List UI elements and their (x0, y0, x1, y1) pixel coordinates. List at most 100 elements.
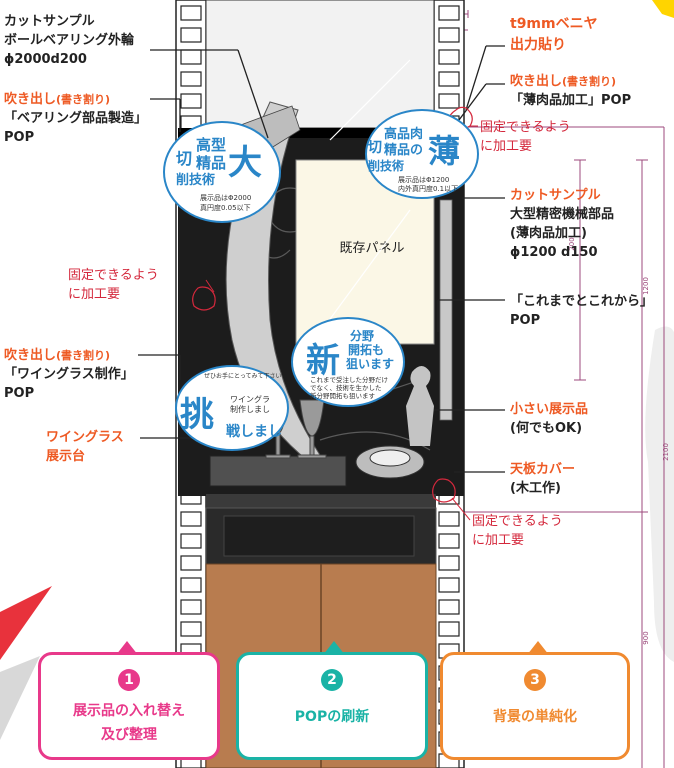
film-perforation (438, 555, 460, 571)
film-perforation (438, 93, 460, 109)
film-perforation (438, 49, 460, 65)
pop-large-bubble: 切 高型 精品 削技術 大 展示品はΦ2000 真円度0.05以下 (163, 121, 281, 223)
label-wine-stand: ワイングラス 展示台 (46, 428, 124, 466)
label-cut-sample-right-1: カットサンプル (510, 188, 601, 203)
film-perforation (180, 599, 202, 615)
pop-thin-line4: 切 (368, 140, 382, 156)
counter-lower-inner (223, 515, 415, 557)
wine-glass-right (297, 399, 327, 459)
card-3-number: 3 (524, 669, 546, 691)
label-cut-sample-left-1: カットサンプル (4, 14, 95, 29)
label-fix-3-a: 固定できるよう (472, 514, 563, 529)
pop-new-note1: これまで受注した分野だけ (310, 375, 388, 384)
label-fix-3-b: に加工要 (472, 533, 525, 548)
label-fix-2-b: に加工要 (480, 139, 533, 154)
label-wine-pop-1: 「ワイングラス制作」 (4, 367, 134, 382)
pop-challenge-bubble: ぜひお手にとってみて下さい 挑 ワイングラ 制作しまし 戦しまし (175, 365, 289, 451)
film-perforation (180, 93, 202, 109)
card-1-line-1: 展示品の入れ替え (73, 703, 185, 719)
film-perforation (438, 533, 460, 549)
label-thin-pop: 吹き出し(書き割り) 「薄肉品加工」POP (510, 72, 631, 110)
label-fix-3: 固定できるよう に加工要 (472, 512, 563, 550)
label-bearing-pop-2: POP (4, 130, 35, 145)
pop-thin-bubble: 切 高品肉 精品の 削技術 薄 展示品はΦ1200 内外真円度0.1以下 (365, 109, 479, 199)
wine-stand (209, 455, 347, 487)
pop-new-note2: でなく、技術を生かした (310, 383, 382, 392)
label-veneer-1: t9mmベニヤ (510, 16, 598, 32)
label-future-pop-1: 「これまでとこれから」 (510, 294, 654, 309)
card-3-line-1: 背景の単純化 (493, 709, 577, 725)
card-2-text: POPの刷新 (239, 705, 425, 729)
film-perforation (180, 27, 202, 43)
person-silhouette (406, 366, 434, 446)
film-perforation (180, 71, 202, 87)
card-3-notch (527, 641, 549, 655)
label-kakiwari-2: (書き割り) (56, 349, 111, 362)
pop-challenge-top: ぜひお手にとってみて下さい (204, 372, 282, 380)
red-triangle-decoration (0, 586, 52, 660)
label-fukidashi-3: 吹き出し (510, 74, 563, 89)
pop-new-note3: 新分野開拓も狙います (310, 391, 376, 400)
label-cut-sample-left-3: ϕ2000d200 (4, 52, 87, 67)
leader-lines (138, 45, 505, 473)
label-veneer: t9mmベニヤ 出力貼り (510, 14, 598, 56)
label-veneer-2: 出力貼り (510, 37, 566, 53)
card-2: 2 POPの刷新 (236, 641, 428, 760)
label-small-item-1: 小さい展示品 (510, 402, 589, 417)
label-cut-sample-right: カットサンプル 大型精密機械部品 (薄肉品加工) ϕ1200 d150 (510, 186, 614, 262)
pop-thin-line1: 高品肉 (384, 126, 423, 142)
label-top-cover-1: 天板カバー (510, 462, 576, 477)
label-small-item: 小さい展示品 (何でもOK) (510, 400, 588, 438)
label-top-cover: 天板カバー (木工作) (510, 460, 575, 498)
pop-thin-line3: 削技術 (368, 158, 404, 173)
pop-thin-line2: 精品の (384, 142, 423, 158)
yellow-corner-decoration (652, 0, 674, 18)
label-wine-stand-1: ワイングラス (46, 430, 124, 445)
dim-2100: 2100 (662, 443, 670, 461)
dim-1200: 1200 (642, 277, 650, 295)
label-cut-sample-left-2: ボールベアリング外輪 (4, 33, 135, 48)
pop-thin-big: 薄 (428, 132, 460, 170)
grey-triangle-decoration (0, 656, 40, 740)
film-perforation (438, 511, 460, 527)
thin-sample-bar (439, 199, 453, 421)
pop-large-big: 大 (228, 143, 262, 183)
label-fix-2-a: 固定できるよう (480, 120, 571, 135)
label-fix-1-a: 固定できるよう (68, 268, 159, 283)
pop-challenge-text1: ワイングラ (230, 394, 270, 404)
film-perforation (438, 71, 460, 87)
label-kakiwari-1: (書き割り) (56, 93, 111, 106)
label-bearing-pop-1: 「ベアリング部品製造」 (4, 111, 148, 126)
label-cut-sample-left: カットサンプル ボールベアリング外輪 ϕ2000d200 (4, 12, 134, 69)
label-fix-1-b: に加工要 (68, 287, 121, 302)
film-perforation (180, 555, 202, 571)
film-perforation (438, 27, 460, 43)
small-ring-exhibit (355, 445, 425, 479)
pop-thin-note1: 展示品はΦ1200 (398, 176, 449, 184)
card-2-notch (323, 641, 345, 655)
back-frame (205, 0, 435, 129)
label-wine-stand-2: 展示台 (46, 449, 86, 464)
film-perforation (438, 577, 460, 593)
card-1-line-2: 及び整理 (101, 727, 157, 743)
label-cut-sample-right-4: ϕ1200 d150 (510, 245, 598, 260)
pop-new-bubble: 新 分野 開拓も 狙います これまで受注した分野だけ でなく、技術を生かした 新… (291, 317, 405, 407)
film-perforation (180, 533, 202, 549)
label-thin-pop-text: 「薄肉品加工」POP (510, 93, 632, 108)
film-perforation (438, 621, 460, 637)
label-top-cover-2: (木工作) (510, 481, 561, 496)
label-future-pop: 「これまでとこれから」 POP (510, 292, 653, 330)
pop-challenge-text2: 制作しまし (230, 404, 270, 414)
pop-new-line1: 分野 (350, 328, 374, 343)
film-perforation (438, 599, 460, 615)
pop-challenge-big: 挑 (180, 395, 214, 435)
card-3-text: 背景の単純化 (443, 705, 627, 729)
label-fukidashi-1: 吹き出し (4, 92, 57, 107)
label-kakiwari-3: (書き割り) (562, 75, 617, 88)
label-fukidashi-2: 吹き出し (4, 348, 57, 363)
label-fix-1: 固定できるよう に加工要 (68, 266, 159, 304)
card-3: 3 背景の単純化 (440, 641, 630, 760)
film-perforation (180, 511, 202, 527)
card-1-notch (116, 641, 138, 655)
dim-200: 200 (568, 237, 576, 250)
